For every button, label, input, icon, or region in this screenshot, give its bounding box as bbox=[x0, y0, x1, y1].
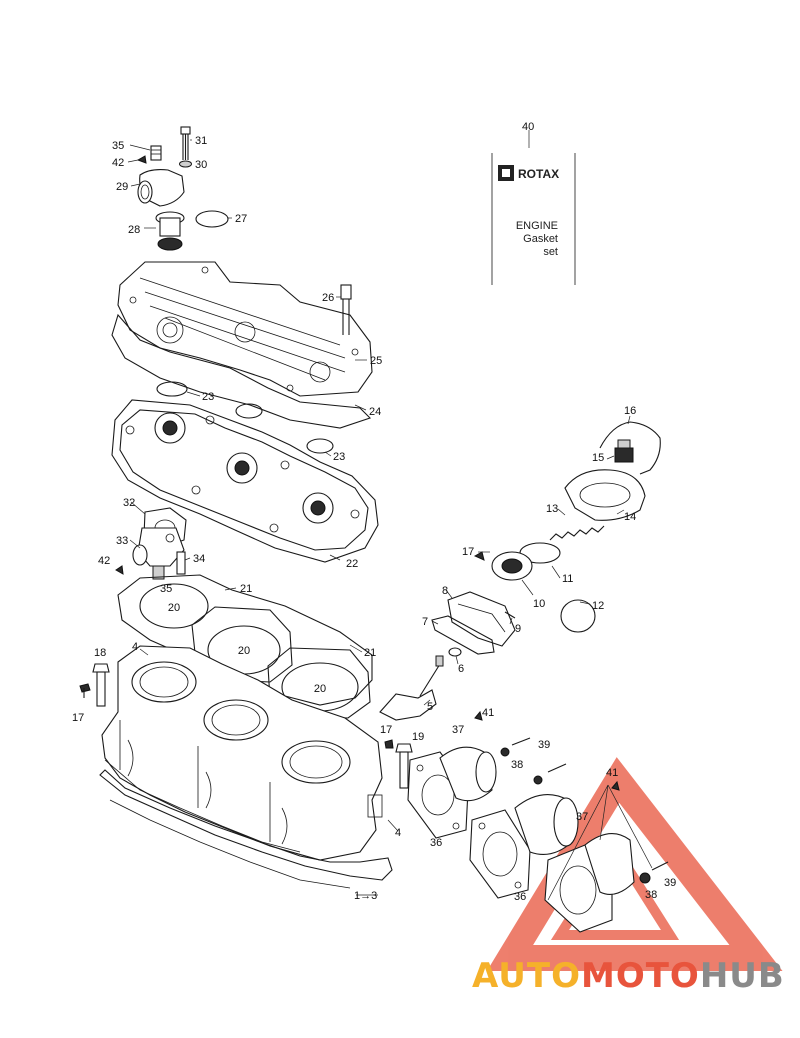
screw-34 bbox=[176, 551, 186, 575]
flange-group bbox=[384, 710, 669, 933]
bolt-18 bbox=[92, 663, 110, 707]
callout-4a: 4 bbox=[132, 641, 138, 653]
callout-12: 12 bbox=[592, 600, 604, 612]
watermark-text: AUTOMOTOHUB bbox=[472, 956, 785, 996]
callout-1-3: 1→3 bbox=[354, 890, 377, 902]
callout-42a: 42 bbox=[112, 157, 124, 169]
callout-20b: 20 bbox=[238, 645, 250, 657]
callout-19: 19 bbox=[412, 731, 424, 743]
callout-11: 11 bbox=[562, 573, 573, 585]
callout-7: 7 bbox=[422, 616, 428, 628]
callout-30: 30 bbox=[195, 159, 207, 171]
callout-27: 27 bbox=[235, 213, 247, 225]
callout-40: 40 bbox=[522, 121, 534, 133]
cylinder-head-cover bbox=[117, 261, 373, 397]
callout-32: 32 bbox=[123, 497, 135, 509]
callout-20c: 20 bbox=[314, 683, 326, 695]
callout-numbers: 40 35 42 31 30 29 27 28 26 25 23 24 23 3… bbox=[72, 121, 676, 903]
svg-text:AUTOMOTOHUB: AUTOMOTOHUB bbox=[472, 956, 785, 996]
callout-31: 31 bbox=[195, 135, 207, 147]
callout-21b: 21 bbox=[364, 647, 376, 659]
callout-18: 18 bbox=[94, 647, 106, 659]
callout-15: 15 bbox=[592, 452, 604, 464]
callout-36a: 36 bbox=[430, 837, 442, 849]
watermark-part-moto: MOTO bbox=[581, 956, 700, 996]
gasket-kit-line1: ENGINE bbox=[516, 220, 558, 232]
callout-38b: 38 bbox=[645, 889, 657, 901]
callout-26: 26 bbox=[322, 292, 334, 304]
rave-valve-group bbox=[379, 421, 661, 721]
callout-39a: 39 bbox=[538, 739, 550, 751]
callout-37b: 37 bbox=[576, 811, 588, 823]
callout-35a: 35 bbox=[112, 140, 124, 152]
callout-10: 10 bbox=[533, 598, 545, 610]
callout-9: 9 bbox=[515, 623, 521, 635]
callout-8: 8 bbox=[442, 585, 448, 597]
callout-36b: 36 bbox=[514, 891, 526, 903]
o-ring-23b bbox=[235, 403, 263, 419]
water-outlet bbox=[132, 507, 187, 567]
nut-42b bbox=[115, 565, 124, 575]
base-gasket-edge bbox=[109, 799, 351, 889]
callout-16: 16 bbox=[624, 405, 636, 417]
o-ring-23c bbox=[306, 438, 334, 454]
callout-37a: 37 bbox=[452, 724, 464, 736]
gasket-kit-line2: Gasket bbox=[523, 233, 558, 245]
cylinder-head bbox=[111, 399, 379, 563]
watermark-part-hub: HUB bbox=[700, 956, 785, 996]
leader-lines bbox=[127, 130, 653, 901]
callout-23a: 23 bbox=[202, 391, 214, 403]
callout-21a: 21 bbox=[240, 583, 252, 595]
callout-23b: 23 bbox=[333, 451, 345, 463]
base-gasket bbox=[99, 769, 393, 881]
callout-5: 5 bbox=[427, 701, 433, 713]
callout-25: 25 bbox=[370, 355, 382, 367]
thermostat-group bbox=[136, 126, 229, 251]
watermark-part-auto: AUTO bbox=[472, 956, 581, 996]
callout-17b: 17 bbox=[380, 724, 392, 736]
gasket-kit-brand: ROTAX bbox=[518, 167, 559, 181]
callout-4b: 4 bbox=[395, 827, 401, 839]
cylinder-block bbox=[101, 645, 383, 861]
callout-17c: 17 bbox=[462, 546, 474, 558]
callout-20a: 20 bbox=[168, 602, 180, 614]
callout-42b: 42 bbox=[98, 555, 110, 567]
callout-29: 29 bbox=[116, 181, 128, 193]
callout-14: 14 bbox=[624, 511, 636, 523]
o-ring-23a bbox=[156, 381, 188, 397]
gasket-kit-box: ROTAX ENGINE Gasket set bbox=[491, 153, 576, 285]
callout-41a: 41 bbox=[482, 707, 494, 719]
fitting-35b bbox=[152, 565, 165, 580]
callout-38a: 38 bbox=[511, 759, 523, 771]
callout-13: 13 bbox=[546, 503, 558, 515]
callout-35b: 35 bbox=[160, 583, 172, 595]
cover-gasket bbox=[111, 313, 372, 429]
callout-28: 28 bbox=[128, 224, 140, 236]
cover-screw bbox=[340, 284, 352, 335]
callout-24: 24 bbox=[369, 406, 381, 418]
callout-22: 22 bbox=[346, 558, 358, 570]
gasket-kit-line3: set bbox=[543, 246, 558, 258]
callout-34: 34 bbox=[193, 553, 205, 565]
callout-41b: 41 bbox=[606, 767, 618, 779]
head-gaskets: 20 20 20 bbox=[117, 574, 373, 719]
callout-39b: 39 bbox=[664, 877, 676, 889]
callout-17a: 17 bbox=[72, 712, 84, 724]
callout-6: 6 bbox=[458, 663, 464, 675]
callout-33: 33 bbox=[116, 535, 128, 547]
screw-17a bbox=[79, 683, 91, 698]
